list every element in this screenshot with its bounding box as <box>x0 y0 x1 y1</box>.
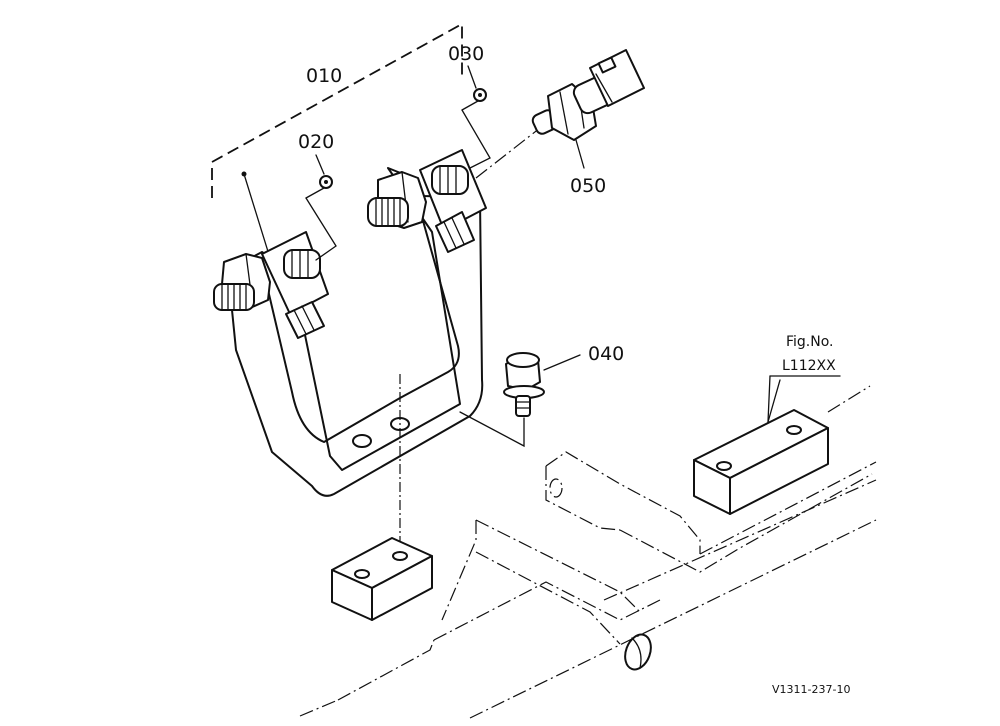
label-030: 030 <box>448 43 484 65</box>
label-020: 020 <box>298 131 334 153</box>
plug-020 <box>305 175 337 261</box>
sensor-050 <box>475 49 645 179</box>
left-fitting <box>213 283 255 311</box>
plug-030 <box>461 88 491 169</box>
right-fitting <box>367 197 409 227</box>
upper-spacer-block <box>693 379 871 515</box>
bolt-040 <box>459 352 545 448</box>
leader-050 <box>575 139 585 169</box>
leader-030 <box>467 65 477 89</box>
label-040: 040 <box>588 343 624 365</box>
mounting-bracket <box>213 149 487 497</box>
lower-spacer-block <box>331 537 433 621</box>
leader-040 <box>543 354 581 371</box>
fig-ref-leader <box>767 375 771 423</box>
label-050: 050 <box>570 175 606 197</box>
drawing-code: V1311-237-10 <box>772 683 850 696</box>
frame-outline <box>299 451 877 719</box>
label-010: 010 <box>306 65 342 87</box>
fig-ref-line2: L112XX <box>782 358 836 374</box>
assembly-bracket-010 <box>211 22 463 259</box>
fig-ref-line1: Fig.No. <box>786 334 834 350</box>
leader-020 <box>315 154 325 175</box>
